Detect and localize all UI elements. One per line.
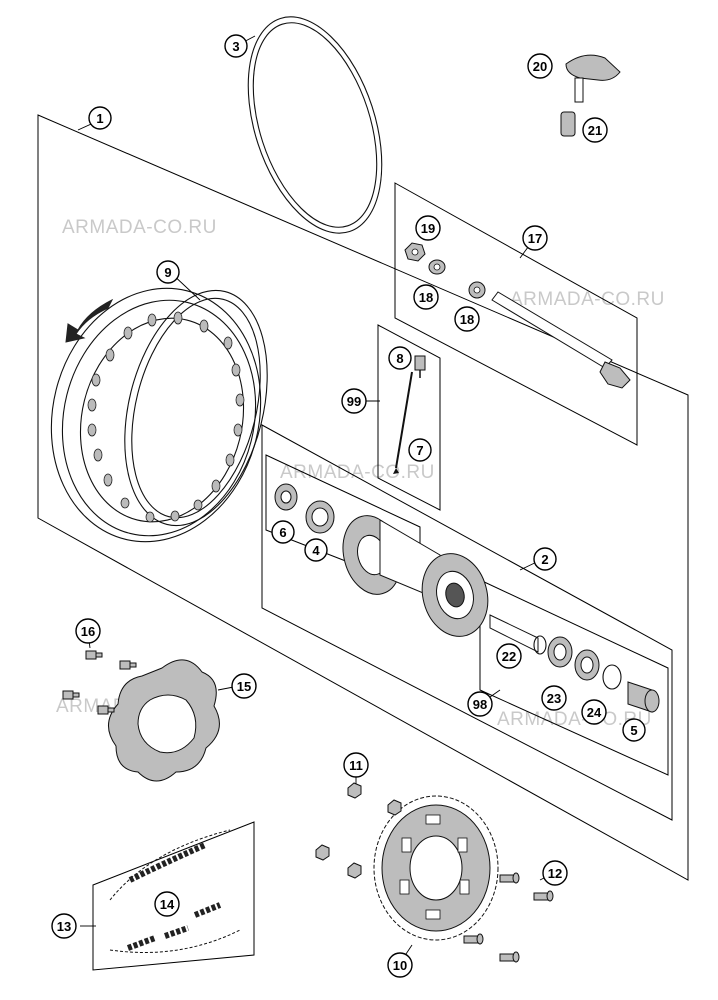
bearing-set-frame-right [479,579,669,776]
callout-3: 3 [224,34,248,58]
svg-text:11: 11 [349,758,363,773]
callout-15: 15 [231,673,257,699]
watermarks: ARMADA-CO.RU ARMADA-CO.RU ARMADA-CO.RU A… [56,217,665,730]
callout-13: 13 [51,913,77,939]
callout-6: 6 [271,520,295,544]
svg-text:22: 22 [502,649,516,664]
svg-text:10: 10 [393,958,407,973]
brake-disc [108,659,220,782]
callouts: 1 3 9 20 21 19 17 18 18 8 99 7 6 4 2 16 … [51,34,646,978]
washer-1 [428,259,446,275]
rotation-arrow [65,298,114,343]
hub-assembly-frame [261,424,673,821]
tool-sleeve [560,111,576,137]
group-frames [37,114,689,971]
wheel-assembly-frame [37,114,689,881]
svg-text:3: 3 [232,39,239,54]
svg-text:7: 7 [416,443,423,458]
callout-2: 2 [533,547,557,571]
callout-24: 24 [581,699,607,725]
spoke-frame [377,324,441,511]
callout-1: 1 [88,106,112,130]
svg-text:24: 24 [587,705,602,720]
callout-17: 17 [522,225,548,251]
svg-text:19: 19 [421,221,435,236]
rim-tape [247,16,383,234]
svg-text:98: 98 [473,697,487,712]
svg-text:20: 20 [533,59,547,74]
axle [491,291,631,389]
svg-text:99: 99 [347,394,361,409]
axle-frame [394,182,638,446]
svg-text:18: 18 [460,312,474,327]
circlip-1 [533,635,547,655]
watermark-2: ARMADA-CO.RU [510,289,665,310]
callout-10: 10 [387,952,413,978]
callout-18a: 18 [413,284,439,310]
callout-7: 7 [408,438,432,462]
svg-text:18: 18 [419,290,433,305]
callout-22: 22 [496,643,522,669]
callout-21: 21 [582,117,608,143]
svg-text:12: 12 [548,866,562,881]
bearing-right-2 [574,649,600,681]
sprocket-screws [463,872,554,963]
rim [50,287,268,543]
sprocket [373,795,499,941]
svg-text:14: 14 [160,897,175,912]
bearing-right-1 [547,636,573,668]
seal-ring [602,664,622,690]
callout-98: 98 [467,691,493,717]
svg-text:13: 13 [57,919,71,934]
callout-19: 19 [415,215,441,241]
callout-8: 8 [388,346,412,370]
callout-14: 14 [154,891,180,917]
svg-text:23: 23 [547,691,561,706]
callout-12: 12 [542,860,568,886]
svg-text:1: 1 [96,111,103,126]
svg-text:16: 16 [81,624,95,639]
callout-4: 4 [304,538,328,562]
sprocket-nuts [315,782,402,879]
svg-text:5: 5 [630,723,637,738]
hub-sleeve [489,614,539,653]
watermark-5: ARMADA-CO.RU [497,709,652,730]
axle-nut [404,242,426,262]
svg-text:17: 17 [528,231,542,246]
callout-99: 99 [341,388,367,414]
axle-tool [565,54,621,103]
spacer-left [274,483,298,511]
callout-5: 5 [622,718,646,742]
disc-screws [62,650,137,715]
callout-23: 23 [541,685,567,711]
callout-9: 9 [156,260,180,284]
spoke-nipple [414,355,426,378]
spoke [393,371,413,474]
spacer-right [627,681,660,713]
svg-text:6: 6 [279,525,286,540]
bearing-left [305,500,335,534]
chain [109,829,241,953]
chain-frame [92,821,255,971]
callout-20: 20 [527,53,553,79]
svg-text:9: 9 [164,265,171,280]
svg-text:21: 21 [588,123,602,138]
svg-text:2: 2 [541,552,548,567]
hub [342,515,489,637]
svg-text:15: 15 [237,679,251,694]
watermark-1: ARMADA-CO.RU [62,217,217,238]
washer-2 [468,281,486,299]
callout-16: 16 [75,618,101,644]
callout-18b: 18 [454,306,480,332]
svg-text:4: 4 [312,543,320,558]
callout-11: 11 [343,752,369,778]
svg-text:8: 8 [396,351,403,366]
